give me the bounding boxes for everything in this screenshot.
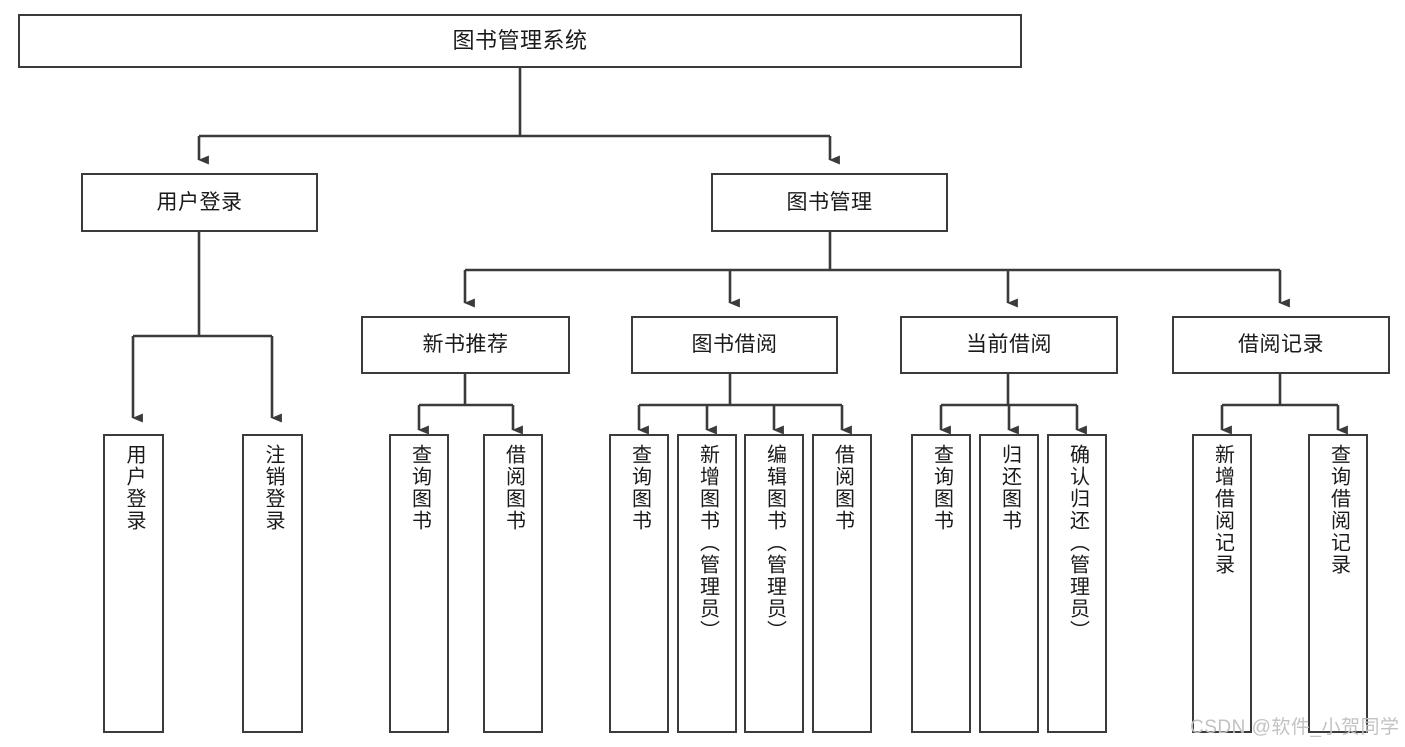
node-current-borrow[interactable]: 当前借阅 [900,316,1118,374]
node-label: 图书管理 [786,190,873,214]
node-label: 注销登录 [262,444,284,532]
node-user-login[interactable]: 用户登录 [81,173,318,232]
leaf-current-borrow-query[interactable]: 查询图书 [911,434,971,733]
node-label: 借阅记录 [1238,333,1324,357]
leaf-book-borrow-query[interactable]: 查询图书 [609,434,669,733]
leaf-new-book-borrow[interactable]: 借阅图书 [483,434,543,733]
leaf-borrow-record-add[interactable]: 新增借阅记录 [1192,434,1252,733]
node-book-borrow[interactable]: 图书借阅 [631,316,838,374]
leaf-book-borrow-add[interactable]: 新增图书（管理员） [677,434,737,733]
node-root-book-management-system[interactable]: 图书管理系统 [18,14,1022,68]
node-label: 归还图书 [998,444,1021,532]
node-label: 用户登录 [123,444,145,532]
node-label: 新增借阅记录 [1211,444,1234,576]
node-label: 查询图书 [930,444,953,532]
leaf-book-borrow-borrow[interactable]: 借阅图书 [812,434,872,733]
node-label: 新增图书（管理员） [696,444,719,642]
node-label: 借阅图书 [831,444,854,532]
node-label: 新书推荐 [422,333,509,357]
node-label: 查询借阅记录 [1327,444,1350,576]
node-label: 编辑图书（管理员） [763,444,786,642]
node-new-book-recommend[interactable]: 新书推荐 [361,316,570,374]
node-label: 借阅图书 [502,444,525,532]
node-label: 确认归还（管理员） [1066,444,1089,642]
node-book-management[interactable]: 图书管理 [711,173,948,232]
node-label: 查询图书 [408,444,431,532]
node-label: 用户登录 [156,190,243,214]
leaf-current-borrow-return[interactable]: 归还图书 [979,434,1039,733]
node-borrow-record[interactable]: 借阅记录 [1172,316,1390,374]
leaf-current-borrow-confirm-return[interactable]: 确认归还（管理员） [1047,434,1107,733]
node-label: 当前借阅 [966,333,1052,357]
node-label: 查询图书 [628,444,651,532]
leaf-user-login-signin[interactable]: 用户登录 [103,434,164,733]
leaf-new-book-query[interactable]: 查询图书 [389,434,449,733]
leaf-user-login-signout[interactable]: 注销登录 [242,434,303,733]
leaf-borrow-record-query[interactable]: 查询借阅记录 [1308,434,1368,733]
node-label: 图书管理系统 [452,27,588,53]
leaf-book-borrow-edit[interactable]: 编辑图书（管理员） [744,434,804,733]
node-label: 图书借阅 [691,333,778,357]
